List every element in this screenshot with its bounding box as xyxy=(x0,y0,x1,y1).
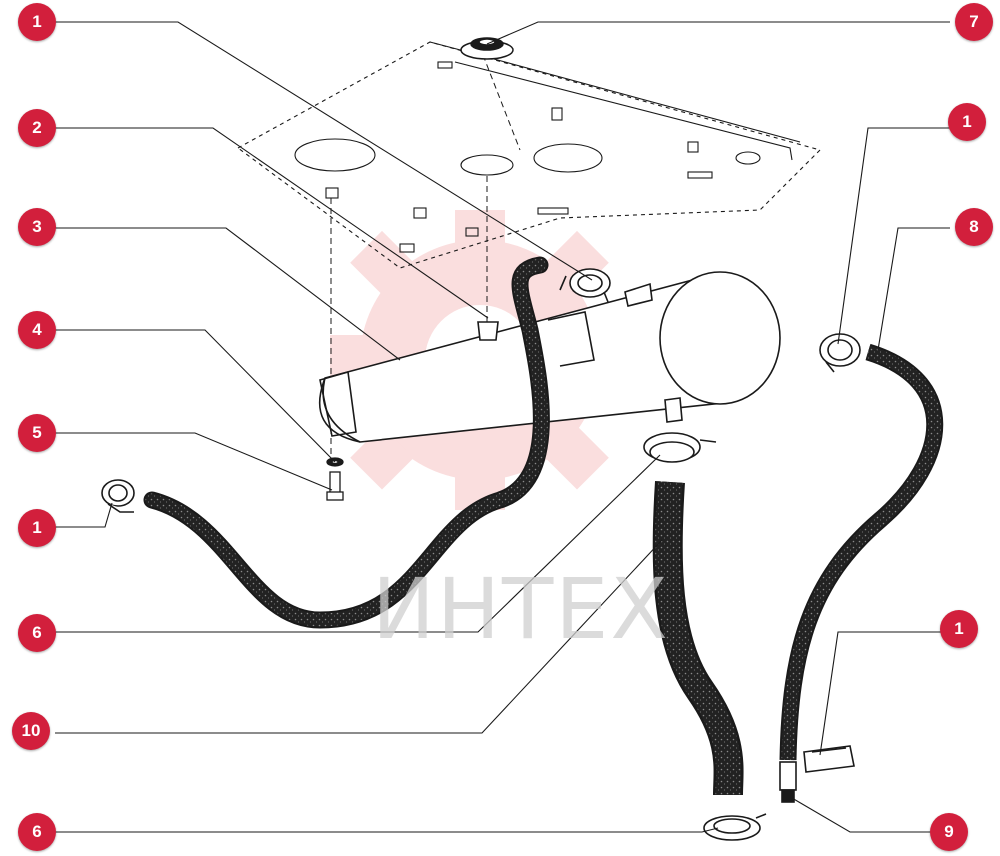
hose-clamps xyxy=(101,268,861,841)
hose-left xyxy=(143,256,550,629)
callout-6[interactable]: 6 xyxy=(18,813,56,851)
hose-right xyxy=(779,343,944,761)
leader-lines xyxy=(55,21,950,833)
callout-4[interactable]: 4 xyxy=(18,311,56,349)
nozzle-fitting xyxy=(779,761,797,803)
callout-7[interactable]: 7 xyxy=(955,3,993,41)
callout-8[interactable]: 8 xyxy=(955,208,993,246)
hose-center xyxy=(652,481,744,796)
callout-1[interactable]: 1 xyxy=(18,509,56,547)
clamp-bottom-right xyxy=(803,745,855,773)
bolt-and-washer xyxy=(326,457,344,501)
callout-3[interactable]: 3 xyxy=(18,208,56,246)
callout-1[interactable]: 1 xyxy=(18,3,56,41)
reservoir-cap xyxy=(460,37,514,60)
callout-2[interactable]: 2 xyxy=(18,109,56,147)
clamp-right xyxy=(819,333,861,373)
callout-1[interactable]: 1 xyxy=(940,610,978,648)
callout-1[interactable]: 1 xyxy=(948,103,986,141)
callout-10[interactable]: 10 xyxy=(12,712,50,750)
washer-reservoir xyxy=(318,271,781,443)
clamp-bottom xyxy=(703,813,767,841)
callout-9[interactable]: 9 xyxy=(930,813,968,851)
callout-6[interactable]: 6 xyxy=(18,614,56,652)
clamp-top xyxy=(559,268,611,303)
callout-5[interactable]: 5 xyxy=(18,414,56,452)
floor-panel xyxy=(236,41,822,269)
clamp-mid xyxy=(643,432,717,463)
clamp-left xyxy=(101,479,135,513)
